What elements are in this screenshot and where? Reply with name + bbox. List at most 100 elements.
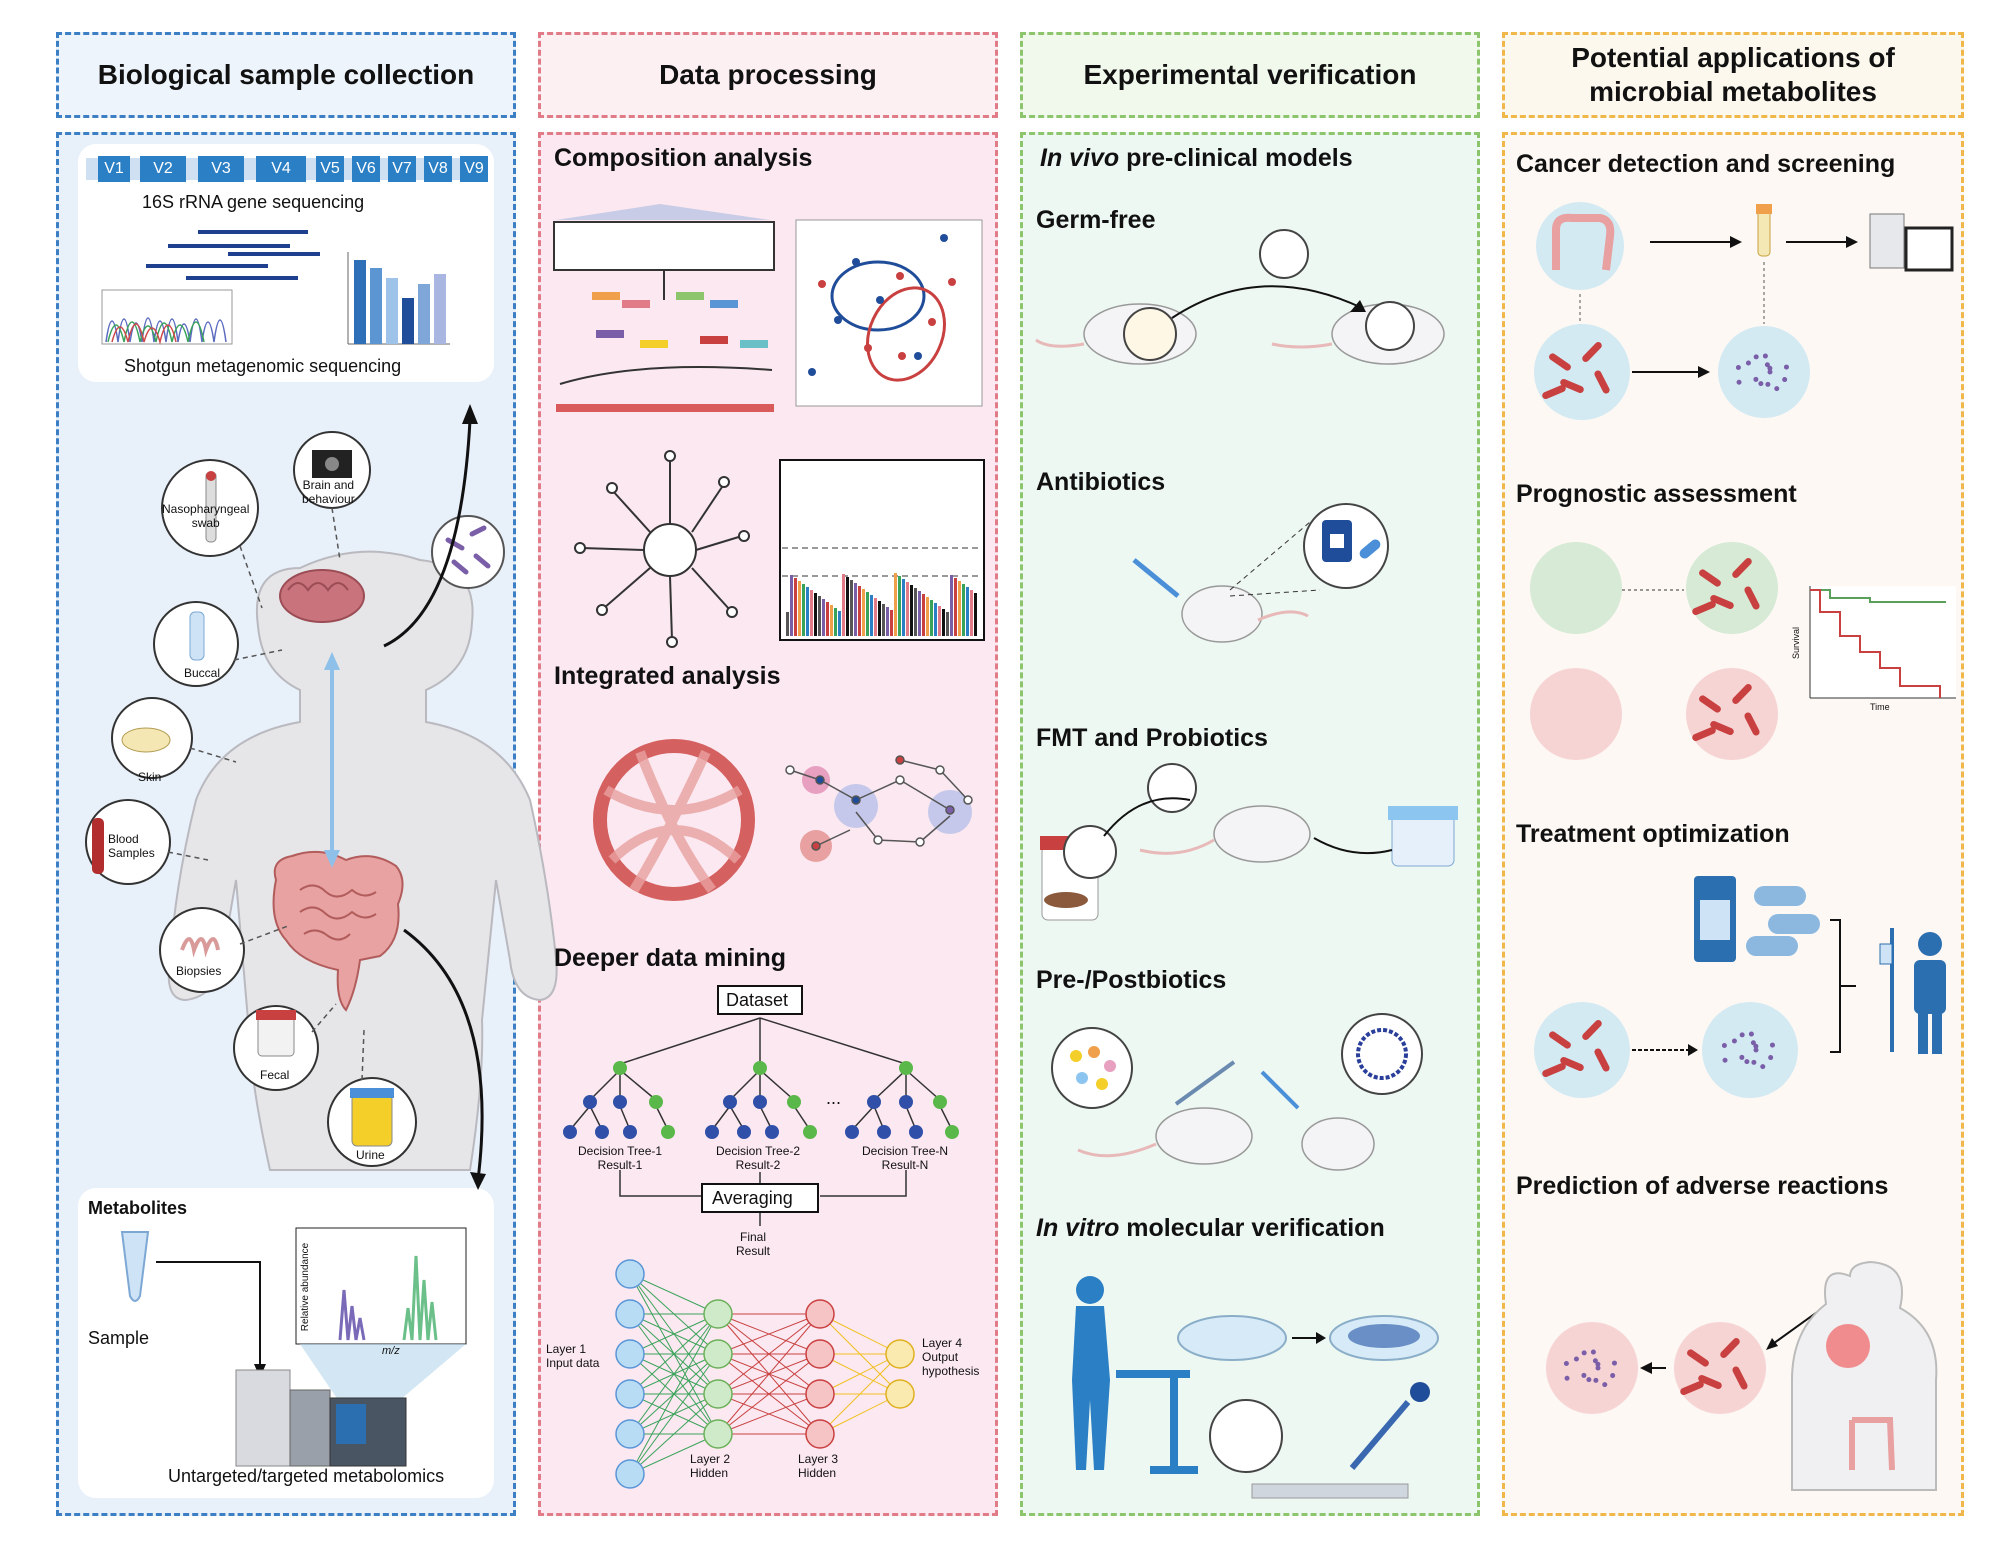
- manhattan-bar: [954, 578, 957, 636]
- heading-integrated-analysis: Integrated analysis: [554, 662, 781, 690]
- bacterium: [1744, 712, 1760, 736]
- metabolite-dot: [1753, 1043, 1759, 1049]
- nn-edge: [717, 1313, 821, 1355]
- tree-node: [563, 1125, 577, 1139]
- heading-composition-analysis: Composition analysis: [554, 144, 813, 172]
- metabolite-dot: [1611, 1360, 1617, 1366]
- nn-neuron: [885, 1379, 915, 1409]
- manhattan-bar: [922, 594, 925, 636]
- manhattan-bar: [942, 609, 945, 636]
- sequence-reads: [146, 230, 320, 280]
- region-v5: V5: [316, 156, 344, 182]
- heading-cancer-detection: Cancer detection and screening: [1516, 150, 1896, 178]
- manhattan-bar: [858, 586, 861, 636]
- tree-node: [753, 1095, 767, 1109]
- averaging-box: [701, 1183, 819, 1213]
- metabolite-dot: [1744, 1059, 1750, 1065]
- bacterium: [1549, 1031, 1571, 1049]
- bacteria-icon: [431, 515, 505, 589]
- nn-edge: [629, 1313, 719, 1355]
- metabolite-dot: [1764, 362, 1770, 368]
- tree-node: [787, 1095, 801, 1109]
- nn-edge: [717, 1313, 821, 1395]
- manhattan-bar: [806, 587, 809, 636]
- metabolite-dot: [1745, 360, 1751, 366]
- column-title: Experimental verification: [1083, 59, 1417, 90]
- nn-neuron: [615, 1459, 645, 1489]
- metabolite-dot: [1602, 1382, 1608, 1388]
- lc-ms-instrument: [235, 1344, 466, 1467]
- manhattan-bar: [802, 584, 805, 636]
- nn-edge: [819, 1313, 901, 1355]
- tree-node: [877, 1125, 891, 1139]
- survival-axis-label: Survival: [1791, 626, 1802, 660]
- manhattan-bar: [946, 612, 949, 636]
- metabolite-dot: [1735, 364, 1741, 370]
- manhattan-bar: [878, 601, 881, 636]
- tree-node: [661, 1125, 675, 1139]
- manhattan-bar: [798, 581, 801, 636]
- nn-edge: [629, 1313, 719, 1475]
- manhattan-bar: [818, 596, 821, 636]
- metabolite-dot: [1767, 365, 1773, 371]
- manhattan-bar: [974, 593, 977, 636]
- metabolite-dot: [1586, 1377, 1592, 1383]
- nn-edge: [629, 1313, 719, 1435]
- nn-edge: [629, 1353, 719, 1475]
- metabolite-dot: [1595, 1365, 1601, 1371]
- manhattan-bar: [786, 612, 789, 636]
- manhattan-bar: [882, 604, 885, 636]
- metabolite-dot: [1739, 1054, 1745, 1060]
- manhattan-bar: [790, 575, 793, 636]
- tree-node: [737, 1125, 751, 1139]
- label-skin: Skin: [138, 770, 162, 784]
- bacterium: [1710, 720, 1734, 736]
- tree-node: [899, 1095, 913, 1109]
- in-vitro-lab: [1072, 1276, 1439, 1499]
- heading-adverse: Prediction of adverse reactions: [1516, 1172, 1889, 1200]
- manhattan-bar: [894, 573, 897, 636]
- metabolite-dot: [1563, 1360, 1569, 1366]
- metabolite-dot: [1774, 386, 1780, 392]
- column-title-line2: microbial metabolites: [1589, 76, 1877, 107]
- tree-node: [899, 1061, 913, 1075]
- metabolite-dot: [1753, 354, 1759, 360]
- region-v2: V2: [140, 156, 186, 182]
- manhattan-bar: [870, 595, 873, 636]
- label-buccal: Buccal: [184, 666, 221, 680]
- metabolite-dot: [1751, 1059, 1757, 1065]
- metabolite-dot: [1748, 1031, 1754, 1037]
- metabolite-dot: [1768, 1055, 1774, 1061]
- manhattan-bar: [898, 576, 901, 636]
- nn-edge: [629, 1313, 719, 1395]
- column-header-data-processing: Data processing: [538, 32, 998, 118]
- column-header-sample-collection: Biological sample collection: [56, 32, 516, 118]
- abundance-bar-icon: [347, 252, 450, 345]
- metabolite-dot: [1762, 353, 1768, 359]
- manhattan-bar: [926, 597, 929, 636]
- tree-node: [623, 1125, 637, 1139]
- metabolite-dot: [1765, 381, 1771, 387]
- metabolite-dot: [1758, 381, 1764, 387]
- ms-xlabel: m/z: [382, 1345, 400, 1357]
- nn-edge: [629, 1393, 719, 1475]
- nn-edge: [717, 1353, 821, 1435]
- metabolite-dot: [1750, 1040, 1756, 1046]
- nn-edge: [629, 1433, 719, 1475]
- metabolite-dot: [1760, 1064, 1766, 1070]
- metabolite-dot: [1581, 1372, 1587, 1378]
- manhattan-bar: [810, 590, 813, 636]
- pcoa-scatter-plot: [795, 219, 983, 407]
- manhattan-bar: [794, 578, 797, 636]
- arrow-to-metabolomics: [403, 928, 484, 1181]
- nn-neuron: [805, 1419, 835, 1449]
- dataset-box: [717, 985, 803, 1015]
- bacterium: [1582, 1020, 1602, 1040]
- tree-node: [723, 1095, 737, 1109]
- bacterium: [1699, 695, 1721, 713]
